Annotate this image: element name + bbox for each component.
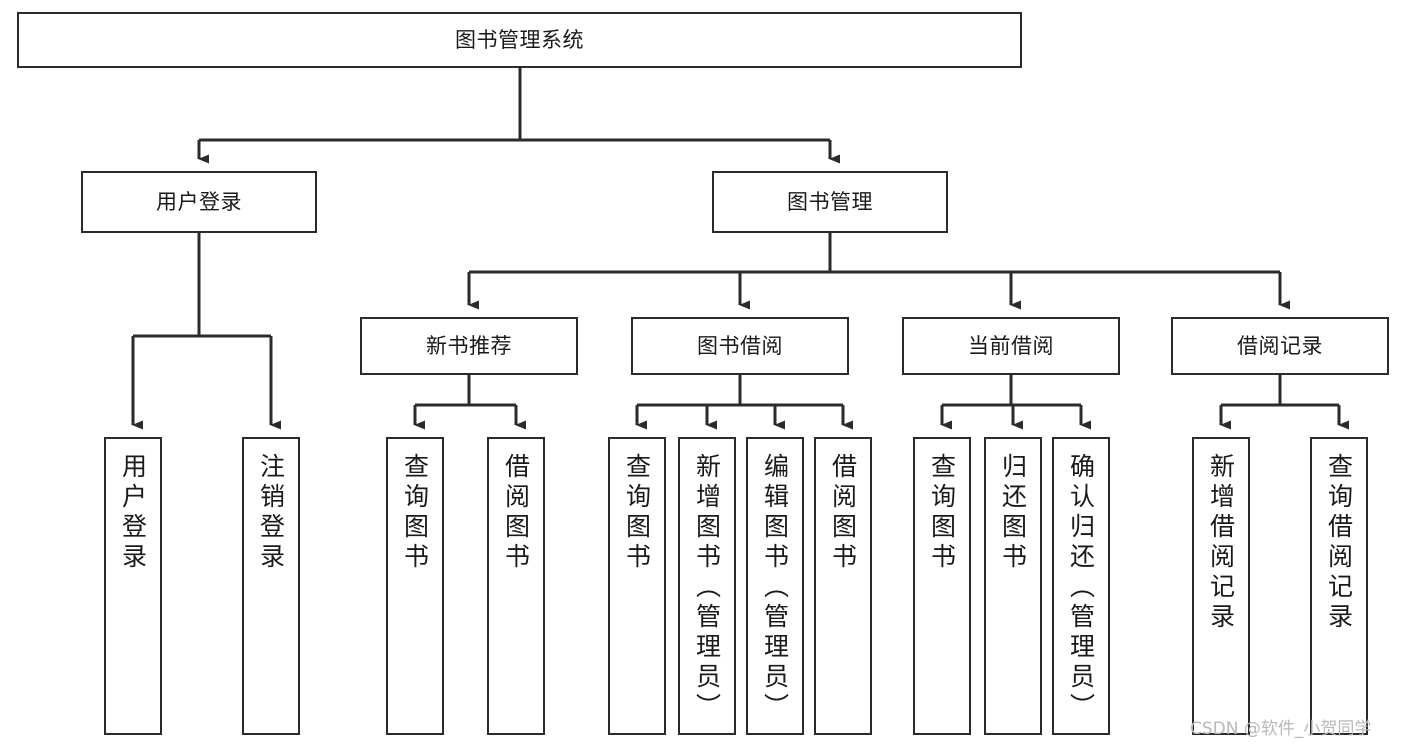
node-book-management-system[interactable]: 图书管理系统 — [17, 12, 1022, 68]
node-label: 查询借阅记录 — [1324, 453, 1354, 633]
leaf-user-login[interactable]: 用户登录 — [104, 437, 162, 735]
leaf-recommend-query-book[interactable]: 查询图书 — [386, 437, 444, 735]
node-label: 用户登录 — [118, 453, 148, 573]
node-user-login[interactable]: 用户登录 — [81, 171, 317, 233]
node-label: 借阅记录 — [1237, 333, 1323, 358]
node-book-borrowing[interactable]: 图书借阅 — [631, 317, 849, 375]
csdn-watermark: CSDN @软件_小贺同学 — [1190, 719, 1372, 739]
node-label: 注销登录 — [256, 453, 286, 573]
node-new-book-recommendation[interactable]: 新书推荐 — [360, 317, 578, 375]
leaf-current-query-book[interactable]: 查询图书 — [913, 437, 971, 735]
node-label: 查询图书 — [400, 453, 430, 573]
node-label: 新书推荐 — [426, 333, 512, 358]
node-label: 新增借阅记录 — [1206, 453, 1236, 633]
leaf-current-return-book[interactable]: 归还图书 — [984, 437, 1042, 735]
leaf-borrow-edit-book-admin[interactable]: 编辑图书（管理员） — [746, 437, 804, 735]
leaf-borrow-borrow-book[interactable]: 借阅图书 — [814, 437, 872, 735]
leaf-borrow-query-book[interactable]: 查询图书 — [608, 437, 666, 735]
node-label: 图书管理 — [787, 189, 873, 214]
node-label: 借阅图书 — [828, 453, 858, 573]
leaf-borrow-add-book-admin[interactable]: 新增图书（管理员） — [678, 437, 736, 735]
leaf-current-confirm-return-admin[interactable]: 确认归还（管理员） — [1052, 437, 1110, 735]
leaf-recommend-borrow-book[interactable]: 借阅图书 — [487, 437, 545, 735]
node-borrow-records[interactable]: 借阅记录 — [1171, 317, 1389, 375]
leaf-record-add-borrow-record[interactable]: 新增借阅记录 — [1192, 437, 1250, 735]
node-current-borrowing[interactable]: 当前借阅 — [902, 317, 1120, 375]
node-label: 借阅图书 — [501, 453, 531, 573]
leaf-record-query-borrow-record[interactable]: 查询借阅记录 — [1310, 437, 1368, 735]
node-label: 查询图书 — [622, 453, 652, 573]
node-label: 编辑图书（管理员） — [760, 453, 790, 723]
node-label: 图书管理系统 — [455, 27, 584, 52]
node-book-management[interactable]: 图书管理 — [712, 171, 948, 233]
node-label: 新增图书（管理员） — [692, 453, 722, 723]
node-label: 图书借阅 — [697, 333, 783, 358]
node-label: 确认归还（管理员） — [1066, 453, 1096, 723]
node-label: 查询图书 — [927, 453, 957, 573]
node-label: 用户登录 — [156, 189, 242, 214]
node-label: 当前借阅 — [968, 333, 1054, 358]
leaf-user-logout[interactable]: 注销登录 — [242, 437, 300, 735]
node-label: 归还图书 — [998, 453, 1028, 573]
